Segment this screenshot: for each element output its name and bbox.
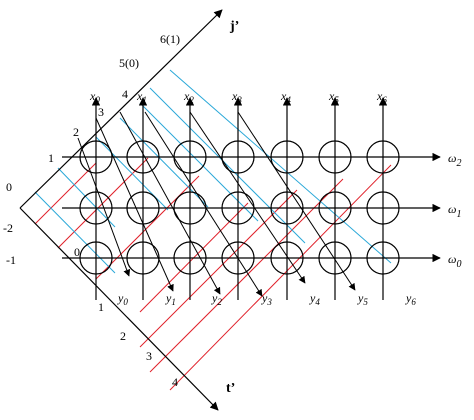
j-prime-axis [19, 9, 223, 209]
x-input-label: x2 [183, 89, 194, 105]
omega-weight-label: ω0 [448, 252, 461, 270]
processing-cell [173, 191, 207, 225]
dataflow-arrow [144, 111, 263, 297]
processing-cell [173, 241, 207, 275]
x-input-label: x4 [280, 89, 291, 105]
t-axis-label: t’ [226, 381, 235, 396]
processing-cell [270, 140, 304, 174]
y-output-label: y4 [309, 291, 320, 307]
processing-cell [79, 140, 113, 174]
red-projection-line [95, 175, 200, 280]
y-output-label: y3 [261, 291, 272, 307]
red-projection-line [139, 189, 298, 348]
j-axis-tick: 1 [48, 151, 54, 165]
processing-cell [79, 241, 113, 275]
cyan-projection-line [149, 87, 306, 244]
processing-cell [318, 140, 352, 174]
j-axis-tick: 6(1) [160, 32, 180, 46]
x-input-label: x6 [376, 89, 387, 105]
dataflow-arrow [77, 137, 131, 277]
y-output-label: y5 [357, 291, 368, 307]
t-axis-tick: 3 [146, 349, 152, 363]
processing-cell [318, 241, 352, 275]
cyan-projection-line [57, 167, 116, 228]
t-axis-tick: 4 [172, 375, 178, 389]
processing-cell [221, 241, 255, 275]
dataflow-arrow [189, 111, 306, 284]
projection-lines [34, 69, 392, 391]
cyan-projection-line [169, 69, 392, 264]
j-axis-tick: 3 [98, 105, 104, 119]
x-input-label: x5 [328, 89, 339, 105]
processing-cell [173, 140, 207, 174]
j-axis-tick: 0 [6, 180, 12, 194]
processing-cell [270, 191, 304, 225]
j-axis-tick: -2 [3, 221, 13, 235]
omega-weight-label: ω1 [448, 202, 461, 220]
processing-cell [270, 241, 304, 275]
x-input-label: x1 [136, 89, 147, 105]
y-output-label: y0 [117, 291, 128, 307]
t-prime-axis [19, 207, 219, 411]
y-output-label: y1 [165, 291, 176, 307]
dataflow-arrow [237, 111, 356, 291]
coordinate-axes [19, 9, 223, 411]
j-axis-tick: 2 [73, 125, 79, 139]
red-projection-line [57, 157, 149, 249]
x-input-label: x3 [231, 89, 242, 105]
j-axis-tick: 4 [122, 87, 128, 101]
processing-cell [126, 241, 160, 275]
j-axis-tick: -1 [6, 253, 16, 267]
processing-cell [366, 140, 400, 174]
processing-cell [79, 191, 113, 225]
processing-cell [221, 191, 255, 225]
j-axis-label: j’ [229, 19, 239, 34]
processing-cell [366, 241, 400, 275]
red-projection-line [169, 164, 392, 391]
y-output-label: y6 [405, 291, 416, 307]
x-input-label: x0 [89, 89, 100, 105]
processing-cell [126, 140, 160, 174]
j-axis-tick: 5(0) [119, 56, 139, 70]
cell-grid [62, 97, 441, 300]
processing-cell [221, 140, 255, 174]
red-projection-line [149, 178, 344, 373]
t-axis-tick: 1 [98, 300, 104, 314]
processing-cell [318, 191, 352, 225]
omega-weight-label: ω2 [448, 151, 461, 169]
t-axis-tick: 2 [120, 329, 126, 343]
diagram-labels: j’ t’ x0 x1 x2 x3 x4 x5 x6 y0 y1 y2 y3 y4 y5 y6 ω2 ω1 ω0… [3, 19, 461, 396]
t-axis-tick: 0 [74, 245, 80, 259]
red-projection-line [34, 162, 97, 225]
cyan-projection-line [119, 117, 209, 208]
processing-cell [126, 191, 160, 225]
processing-cell [366, 191, 400, 225]
cyan-projection-line [34, 191, 116, 274]
y-output-label: y2 [211, 291, 222, 307]
